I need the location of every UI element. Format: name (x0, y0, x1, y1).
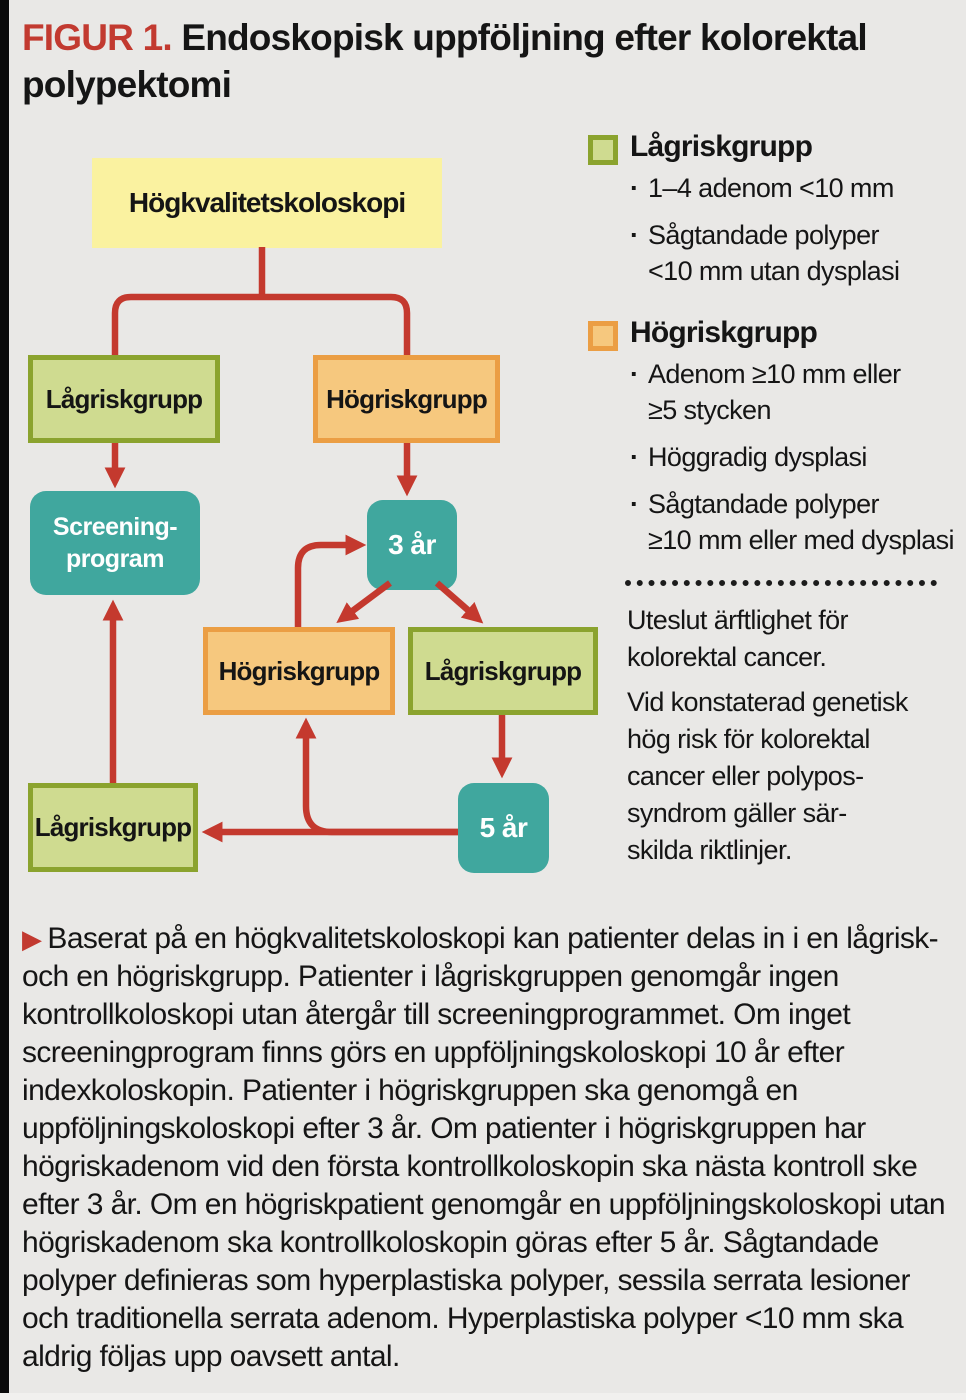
node-hogriskgrupp-1: Högriskgrupp (313, 355, 500, 443)
node-label: Lågriskgrupp (34, 812, 192, 842)
arrow-high2-to-3ar (294, 534, 367, 627)
node-lagriskgrupp-1: Lågriskgrupp (28, 355, 220, 443)
caption-text: Baserat på en högkvalitetskoloskopi kan … (22, 922, 946, 1373)
figure-caption: ▶Baserat på en högkvalitetskoloskopi kan… (22, 920, 948, 1376)
legend-note-heredity: Uteslut ärftlighet för kolorektal cancer… (627, 605, 849, 672)
page-left-edge-bar (0, 0, 9, 1400)
legend-item: · Adenom ≥10 mm eller ≥5 stycken (630, 356, 960, 428)
node-3-ar: 3 år (367, 500, 457, 590)
node-label: 5 år (479, 812, 528, 843)
legend-item-text: Höggradig dysplasi (648, 442, 867, 472)
figure-title: FIGUR 1. Endoskopisk uppföljning efter k… (22, 14, 954, 109)
legend-note-genetic-risk: Vid konstaterad genetisk hög risk för ko… (627, 687, 908, 865)
node-hogriskgrupp-2: Högriskgrupp (203, 627, 395, 715)
legend-dotted-divider (625, 580, 937, 586)
legend-swatch-hogriskgrupp (588, 321, 618, 351)
legend-item: · Sågtandade polyper <10 mm utan dysplas… (630, 217, 960, 289)
bullet-icon: · (630, 489, 639, 519)
legend-list-hogriskgrupp: · Adenom ≥10 mm eller ≥5 stycken · Höggr… (630, 356, 960, 569)
node-label: Högkvalitetskoloskopi (128, 187, 406, 218)
legend-item: · Sågtandade polyper ≥10 mm eller med dy… (630, 486, 960, 558)
bullet-icon: · (630, 220, 639, 250)
node-label: Screening- program (52, 512, 178, 574)
node-label: Lågriskgrupp (45, 383, 203, 414)
arrow-hq-split (111, 293, 411, 355)
legend-item: · 1–4 adenom <10 mm (630, 170, 960, 206)
bullet-icon: · (630, 173, 639, 203)
legend-list-lagriskgrupp: · 1–4 adenom <10 mm · Sågtandade polyper… (630, 170, 960, 300)
node-label: 3 år (388, 529, 436, 560)
node-hogkvalitetskoloskopi: Högkvalitetskoloskopi (92, 158, 442, 248)
node-lagriskgrupp-2: Lågriskgrupp (408, 627, 598, 715)
legend-item-text: Adenom ≥10 mm eller ≥5 stycken (648, 359, 901, 425)
page-bottom-edge (0, 1393, 966, 1400)
figure-title-text: Endoskopisk uppföljning efter kolorektal… (22, 17, 868, 106)
node-lagriskgrupp-3: Lågriskgrupp (28, 783, 198, 872)
node-label: Högriskgrupp (326, 383, 488, 414)
legend-item-text: Sågtandade polyper <10 mm utan dysplasi (648, 220, 900, 286)
bullet-icon: · (630, 442, 639, 472)
legend-title-hogriskgrupp: Högriskgrupp (630, 316, 818, 349)
caption-triangle-icon: ▶ (22, 924, 42, 954)
arrow-branch-to-high2 (295, 717, 458, 836)
figure-number-label: FIGUR 1. (22, 17, 173, 58)
legend-item-text: Sågtandade polyper ≥10 mm eller med dysp… (648, 489, 955, 555)
bullet-icon: · (630, 359, 639, 389)
node-5-ar: 5 år (458, 783, 549, 873)
node-label: Lågriskgrupp (424, 655, 582, 686)
node-screeningprogram: Screening- program (30, 491, 200, 595)
legend-title-lagriskgrupp: Lågriskgrupp (630, 130, 813, 163)
node-label: Högriskgrupp (218, 655, 381, 686)
legend-item: · Höggradig dysplasi (630, 439, 960, 475)
legend-item-text: 1–4 adenom <10 mm (648, 173, 894, 203)
legend-swatch-lagriskgrupp (588, 135, 618, 165)
